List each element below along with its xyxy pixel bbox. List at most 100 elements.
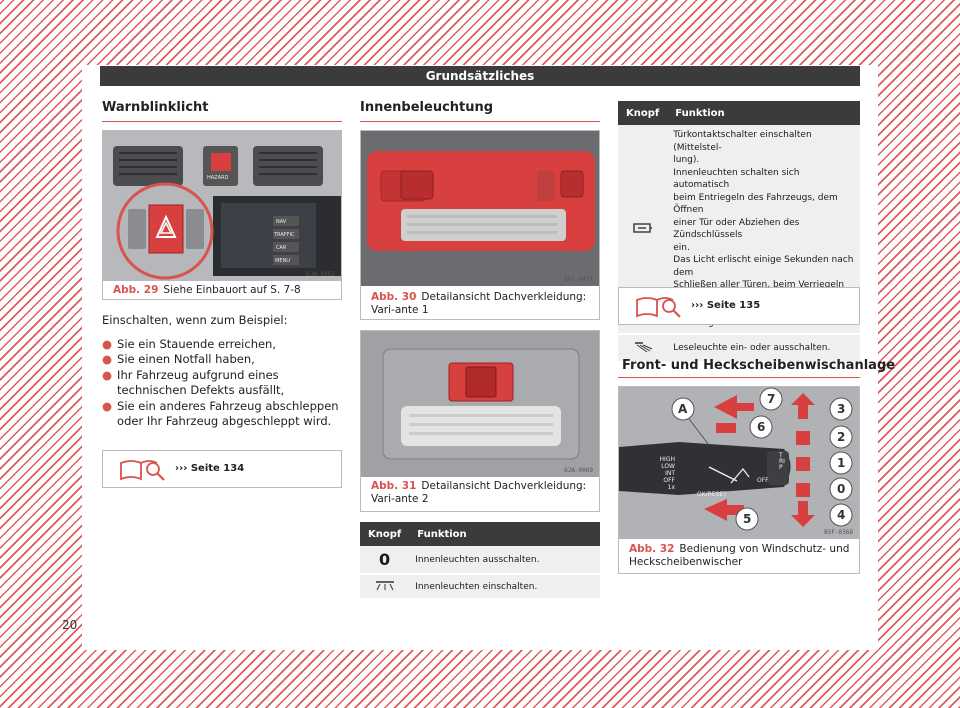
figure-caption-text: Detailansicht Dachverkleidung: Vari-ante… bbox=[371, 480, 587, 505]
intro-text: Einschalten, wenn zum Beispiel: bbox=[102, 313, 288, 327]
figure-caption: Abb. 29 Siehe Einbauort auf S. 7-8 bbox=[113, 284, 333, 297]
bullet-text: Sie ein anderes Fahrzeug abschleppen ode… bbox=[117, 398, 339, 429]
bullet-marker: ● bbox=[102, 398, 113, 413]
ok-reset-label: OK/RESET bbox=[697, 491, 727, 498]
callout-4: 4 bbox=[837, 508, 846, 522]
button-function-table: Knopf Funktion 0 Innenleuchten ausschalt… bbox=[360, 522, 600, 600]
callout-0: 0 bbox=[837, 482, 846, 496]
roof-light-variant-2 bbox=[361, 331, 599, 477]
reference-box: ››› Seite 135 bbox=[618, 287, 860, 325]
table-row: 0 Innenleuchten ausschalten. bbox=[360, 546, 600, 575]
bullet-item: ● Sie einen Notfall haben, bbox=[102, 352, 342, 368]
screen-btn-car: CAR bbox=[276, 245, 287, 251]
image-code: 6JA-0069 bbox=[564, 467, 593, 474]
figure-caption-text: Detailansicht Dachverkleidung: Vari-ante… bbox=[371, 291, 587, 316]
figure-number: Abb. 31 bbox=[371, 480, 417, 492]
table-row: Innenleuchten einschalten. bbox=[360, 574, 600, 600]
image-code: 6JA-0252 bbox=[306, 271, 335, 278]
cell-line: Innenleuchten schalten sich automatisch bbox=[673, 167, 800, 191]
screen-btn-menu: MENU bbox=[275, 258, 290, 264]
figure-image: B6I-0472 bbox=[361, 131, 599, 286]
figure-image: NAV TRAFFIC CAR MENU HAZARD 6JA-0252 bbox=[103, 131, 341, 281]
table-cell: Innenleuchten ausschalten. bbox=[409, 546, 600, 575]
callout-a: A bbox=[678, 402, 688, 416]
section-title-innenbeleuchtung: Innenbeleuchtung bbox=[360, 100, 494, 115]
callout-3: 3 bbox=[837, 402, 846, 416]
bullet-item: ● Sie ein Stauende erreichen, bbox=[102, 337, 342, 353]
reference-link[interactable]: ››› Seite 134 bbox=[175, 463, 245, 474]
table-cell: Leseleuchte ein- oder ausschalten. bbox=[667, 334, 860, 363]
screen-btn-traffic: TRAFFIC bbox=[274, 232, 295, 238]
callout-7: 7 bbox=[767, 392, 776, 406]
figure-number: Abb. 30 bbox=[371, 291, 417, 303]
lamp-icon bbox=[360, 574, 410, 600]
callout-5: 5 bbox=[743, 512, 752, 526]
callout-2: 2 bbox=[837, 430, 846, 444]
screen-btn-nav: NAV bbox=[276, 219, 287, 225]
table-header-knopf: Knopf bbox=[618, 101, 668, 125]
header-bar: Grundsätzliches bbox=[100, 66, 860, 86]
section-title-warnblinklicht: Warnblinklicht bbox=[102, 100, 209, 115]
figure-image: A 7 6 5 3 2 1 0 4 HIGH LOW INT OFF 1x OF… bbox=[619, 387, 859, 539]
stalk-position-label: INT bbox=[665, 470, 675, 477]
roof-light-variant-1 bbox=[361, 131, 599, 286]
trip-label: TRIP bbox=[779, 452, 785, 471]
figure-number: Abb. 32 bbox=[629, 543, 675, 555]
reference-box: ››› Seite 134 bbox=[102, 450, 342, 488]
hazard-body: Einschalten, wenn zum Beispiel: ● Sie ein… bbox=[102, 313, 342, 430]
figure-caption-text: Siehe Einbauort auf S. 7-8 bbox=[163, 284, 301, 296]
bullet-marker: ● bbox=[102, 367, 113, 382]
hazard-illustration bbox=[103, 131, 341, 281]
stalk-position-label: HIGH bbox=[659, 456, 675, 463]
section-title-wischanlage: Front- und Heckscheibenwischanlage bbox=[622, 358, 896, 373]
figure-wiper-stalk: A 7 6 5 3 2 1 0 4 HIGH LOW INT OFF 1x OF… bbox=[618, 386, 860, 574]
zero-symbol: 0 bbox=[360, 546, 410, 575]
wiper-stalk-illustration bbox=[619, 387, 859, 539]
reading-light-icon bbox=[618, 334, 668, 363]
stalk-positions: HIGH LOW INT OFF 1x bbox=[649, 456, 675, 491]
rear-off-label: OFF bbox=[757, 477, 769, 484]
header-title: Grundsätzliches bbox=[425, 69, 535, 83]
table-header-funktion: Funktion bbox=[667, 101, 860, 125]
bullet-item: ● Ihr Fahrzeug aufgrund eines technischen… bbox=[102, 368, 342, 399]
bullet-text: Sie einen Notfall haben, bbox=[117, 352, 255, 366]
bullet-item: ● Sie ein anderes Fahrzeug abschleppen od… bbox=[102, 399, 342, 430]
table-header-knopf: Knopf bbox=[360, 522, 410, 546]
stalk-position-label: 1x bbox=[667, 484, 675, 491]
bullet-marker: ● bbox=[102, 336, 113, 351]
bullet-marker: ● bbox=[102, 352, 113, 366]
callout-6: 6 bbox=[757, 420, 766, 434]
figure-caption-text: Bedienung von Windschutz- und Heckscheib… bbox=[629, 543, 850, 568]
stalk-position-label: OFF bbox=[663, 477, 675, 484]
figure-number: Abb. 29 bbox=[113, 284, 159, 296]
image-code: B6I-0472 bbox=[564, 276, 593, 283]
bullet-text: Sie ein Stauende erreichen, bbox=[117, 336, 277, 351]
section-rule bbox=[102, 121, 342, 122]
table-row: Leseleuchte ein- oder ausschalten. bbox=[618, 334, 860, 363]
section-rule bbox=[618, 377, 860, 378]
cell-line: Türkontaktschalter einschalten (Mittelst… bbox=[673, 130, 812, 153]
image-code: B5F-0368 bbox=[824, 529, 853, 536]
page-number: 20 bbox=[62, 618, 78, 632]
hazard-label: HAZARD bbox=[207, 175, 229, 181]
cell-line: Das Licht erlischt einige Sekunden nach … bbox=[673, 255, 854, 278]
book-magnifier-icon bbox=[120, 460, 165, 481]
table-cell: Innenleuchten einschalten. bbox=[409, 574, 600, 600]
callout-1: 1 bbox=[837, 456, 846, 470]
bullet-text: Ihr Fahrzeug aufgrund eines technischen … bbox=[117, 367, 285, 398]
book-magnifier-icon bbox=[636, 297, 681, 318]
cell-line: einer Tür oder Abziehen des Zündschlüsse… bbox=[673, 217, 800, 241]
table-header-funktion: Funktion bbox=[409, 522, 600, 546]
section-rule bbox=[360, 121, 600, 122]
cell-line: ein. bbox=[673, 242, 690, 253]
stalk-position-label: LOW bbox=[661, 463, 675, 470]
figure-hazard-light: NAV TRAFFIC CAR MENU HAZARD 6JA-0252 Abb… bbox=[102, 130, 342, 300]
cell-line: beim Entriegeln des Fahrzeugs, dem Öffne… bbox=[673, 192, 838, 216]
cell-line: lung). bbox=[673, 155, 700, 165]
reference-link[interactable]: ››› Seite 135 bbox=[691, 300, 761, 311]
